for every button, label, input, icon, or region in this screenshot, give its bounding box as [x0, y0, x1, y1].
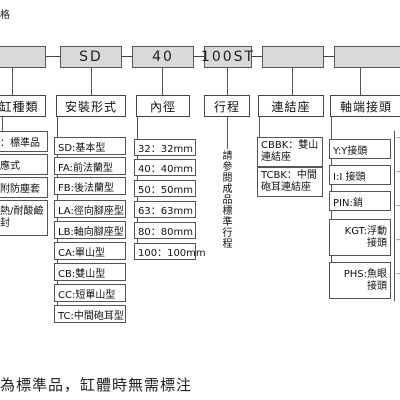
- connector-line: [162, 68, 163, 95]
- code-box-bore: 40: [132, 46, 194, 68]
- connector-line: [227, 68, 228, 95]
- code-mount-value: SD: [79, 49, 103, 65]
- stroke-note: 請參閱成品標準行程: [220, 150, 231, 249]
- option-mount: CA:單山型: [54, 242, 126, 260]
- separator: [122, 56, 132, 57]
- separator: [324, 56, 334, 57]
- option-cylinder-type: ：標準品: [0, 131, 48, 152]
- category-stroke: 行程: [204, 95, 250, 117]
- separator: [252, 56, 262, 57]
- connector-line: [12, 68, 13, 95]
- option-mount: LA:徑向腳座型: [54, 200, 126, 218]
- option-mount: FB:後法蘭型: [54, 177, 126, 195]
- category-cylinder-type: 缸種類: [0, 95, 46, 117]
- option-cylinder-type: 熱/耐酸鹼封: [0, 200, 48, 236]
- separator: [46, 56, 60, 57]
- option-rod-end: PHS:魚眼接頭: [329, 262, 391, 299]
- footer-note: 為標準品，缸體時無需標注: [0, 376, 193, 394]
- option-mount: TC:中間砲耳型: [54, 305, 126, 323]
- separator: [194, 56, 204, 57]
- option-bore: 50：50mm: [134, 180, 196, 197]
- option-bore: 63：63mm: [134, 201, 196, 218]
- option-bore: 100：100mm: [134, 243, 206, 260]
- code-stroke-value: 100ST: [200, 49, 256, 65]
- category-mount: 安裝形式: [56, 95, 126, 117]
- option-cylinder-type: 應式: [0, 154, 48, 175]
- right-edge-fragment: —: [396, 201, 400, 210]
- option-rod-end: PIN:銷: [329, 191, 391, 211]
- code-box-stroke: 100ST: [200, 46, 256, 68]
- option-rod-end: I:I 接頭: [329, 165, 391, 185]
- connector-line: [2, 117, 3, 131]
- category-rod-end: 軸端接頭: [330, 95, 400, 117]
- right-edge-column: — — — — —: [394, 131, 400, 301]
- option-mount: FA:前法蘭型: [54, 157, 126, 175]
- code-bore-value: 40: [152, 49, 174, 65]
- connector-line: [227, 117, 228, 149]
- code-box-mount: SD: [60, 46, 122, 68]
- header-fragment: 格: [0, 10, 10, 21]
- category-bore: 內徑: [136, 95, 190, 117]
- option-mount: CC:短單山型: [54, 284, 126, 302]
- option-bore: 40：40mm: [134, 159, 196, 176]
- option-mount: CB:雙山型: [54, 263, 126, 281]
- code-box-rod-end: [334, 46, 400, 68]
- connector-line: [292, 68, 293, 95]
- right-edge-fragment: —: [396, 269, 400, 278]
- category-connector: 連結座: [258, 95, 324, 117]
- connector-line: [91, 68, 92, 95]
- option-mount: LB:軸向腳座型: [54, 221, 126, 239]
- code-box-connector: [262, 46, 324, 68]
- option-bore: 32：32mm: [134, 139, 196, 156]
- code-box-cylinder-type: [0, 46, 46, 68]
- connector-line: [360, 68, 361, 95]
- option-rod-end: KGT:浮動接頭: [329, 219, 391, 256]
- right-edge-fragment: —: [396, 167, 400, 176]
- option-mount: SD:基本型: [54, 137, 126, 155]
- right-edge-fragment: —: [396, 133, 400, 142]
- option-rod-end: Y:Y接頭: [329, 139, 391, 159]
- option-cylinder-type: 附防塵套: [0, 177, 48, 198]
- option-bore: 80：80mm: [134, 222, 196, 239]
- right-edge-fragment: —: [396, 235, 400, 244]
- option-connector: CBBK：雙山連結座: [257, 137, 323, 167]
- option-connector: TCBK：中間砲耳連結座: [257, 167, 323, 197]
